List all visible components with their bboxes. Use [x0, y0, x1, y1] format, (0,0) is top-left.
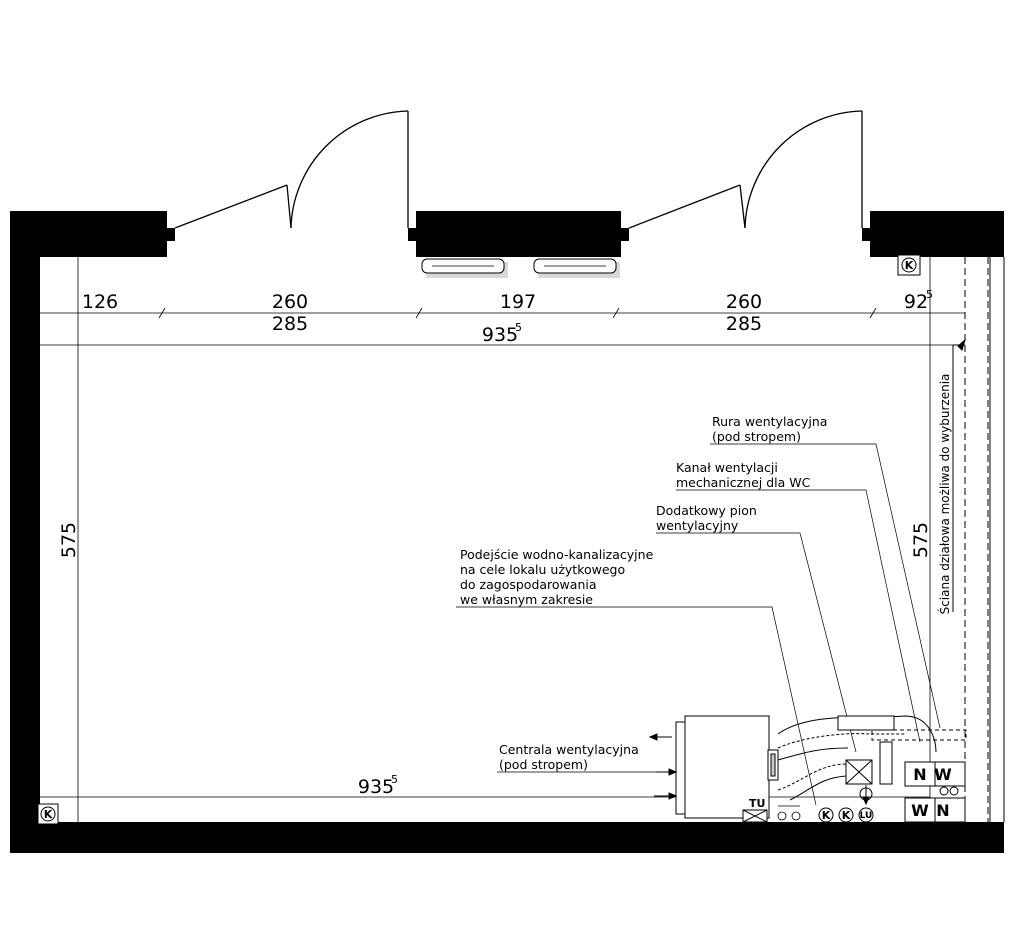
door-right — [628, 110, 863, 229]
dim-height-right: 575 — [910, 522, 932, 558]
svg-text:Dodatkowy pion: Dodatkowy pion — [656, 503, 757, 518]
door-left — [174, 110, 409, 229]
svg-text:do zagospodarowania: do zagospodarowania — [460, 577, 597, 592]
svg-text:N: N — [913, 765, 926, 784]
wall-top-middle — [416, 211, 621, 257]
dim-92: 92 — [904, 291, 928, 313]
ventilation-equipment — [675, 715, 967, 823]
dim-197: 197 — [500, 291, 536, 313]
svg-text:K: K — [842, 809, 851, 822]
label-additional-riser: Dodatkowy pion wentylacyjny — [656, 503, 757, 533]
dim-total-top: 935 — [482, 324, 518, 346]
dim-total-top-superscript: 5 — [515, 321, 522, 334]
label-ventilation-pipe: Rura wentylacyjna (pod stropem) — [712, 414, 827, 444]
wall-bottom — [10, 822, 1004, 853]
svg-text:wentylacyjny: wentylacyjny — [656, 518, 739, 533]
dim-total-bottom-superscript: 5 — [391, 773, 398, 786]
fixtures — [777, 805, 801, 821]
dim-height-left: 575 — [58, 522, 80, 558]
svg-text:W: W — [934, 765, 952, 784]
svg-text:N: N — [936, 801, 949, 820]
dim-126: 126 — [82, 291, 118, 313]
jamb — [619, 228, 629, 241]
wall-left — [10, 211, 40, 853]
svg-text:Rura wentylacyjna: Rura wentylacyjna — [712, 414, 827, 429]
label-water-sewage: Podejście wodno-kanalizacyjne na cele lo… — [460, 547, 654, 607]
equipment-symbols: TU K K LU N W W N — [749, 765, 959, 823]
svg-text:(pod stropem): (pod stropem) — [712, 429, 801, 444]
svg-text:(pod stropem): (pod stropem) — [499, 757, 588, 772]
label-wc-duct: Kanał wentylacji mechanicznej dla WC — [676, 460, 811, 490]
dim-opening-right: 285 — [726, 313, 762, 335]
svg-text:LU: LU — [860, 811, 873, 821]
svg-text:Centrala wentylacyjna: Centrala wentylacyjna — [499, 742, 639, 757]
k-symbol-bottom-left: K — [37, 803, 59, 825]
svg-text:K: K — [905, 259, 914, 272]
svg-text:we własnym zakresie: we własnym zakresie — [460, 592, 593, 607]
svg-text:na cele lokalu użytkowego: na cele lokalu użytkowego — [460, 562, 625, 577]
dim-opening-left: 285 — [272, 313, 308, 335]
radiators — [421, 258, 620, 278]
label-ventilation-unit: Centrala wentylacyjna (pod stropem) — [499, 742, 639, 772]
svg-text:W: W — [911, 801, 929, 820]
air-flow-arrows — [648, 733, 870, 806]
jamb — [862, 228, 872, 241]
dim-260-right: 260 — [726, 291, 762, 313]
dim-92-superscript: 5 — [926, 288, 933, 301]
svg-text:K: K — [44, 808, 53, 821]
k-symbol-top-right: K — [897, 254, 921, 276]
svg-text:K: K — [822, 809, 831, 822]
svg-text:mechanicznej dla WC: mechanicznej dla WC — [676, 475, 811, 490]
svg-text:TU: TU — [749, 797, 765, 810]
partition-wall — [952, 257, 989, 822]
jamb — [165, 228, 175, 241]
svg-text:Kanał wentylacji: Kanał wentylacji — [676, 460, 778, 475]
svg-text:Podejście wodno-kanalizacyjne: Podejście wodno-kanalizacyjne — [460, 547, 654, 562]
dim-total-bottom: 935 — [358, 776, 394, 798]
jamb — [408, 228, 418, 241]
dimension-texts: 126 260 197 260 92 5 285 285 935 5 575 5… — [58, 288, 933, 798]
dimension-lines — [40, 257, 965, 822]
partition-wall-label: Ściana działowa możliwa do wyburzenia — [937, 374, 952, 615]
wall-top-right — [870, 211, 1004, 257]
dim-260-left: 260 — [272, 291, 308, 313]
leader-lines — [456, 443, 941, 806]
walls — [10, 211, 1004, 853]
